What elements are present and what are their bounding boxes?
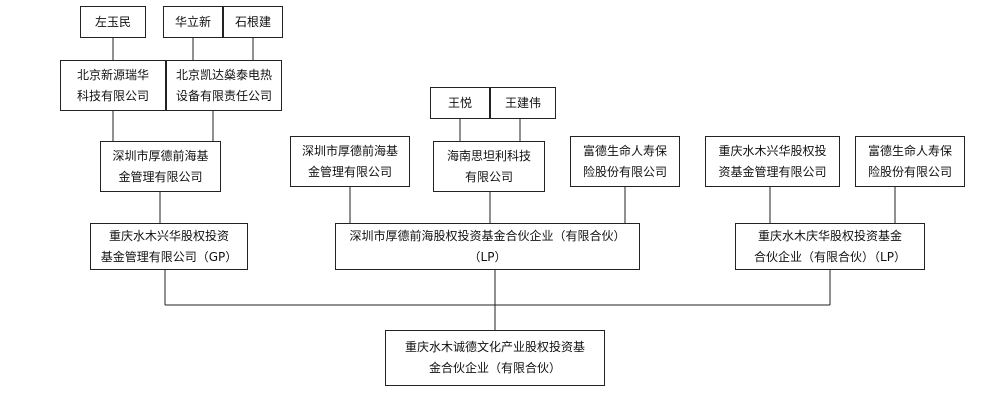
- shareholder-wang-jianwei: 王建伟: [490, 87, 556, 119]
- company-chongqing-xinghua-fund-mgmt: 重庆水木兴华股权投 资基金管理有限公司: [705, 136, 840, 187]
- partner-chongqing-xinghua-gp: 重庆水木兴华股权投资 基金管理有限公司（GP）: [90, 223, 248, 270]
- company-fude-life-right: 富德生命人寿保 险股份有限公司: [855, 136, 965, 187]
- company-shenzhen-houde-mgmt-middle: 深圳市厚德前海基 金管理有限公司: [290, 136, 410, 187]
- company-beijing-xinyuan: 北京新源瑞华 科技有限公司: [60, 60, 166, 111]
- shareholder-zuo-yumin: 左玉民: [80, 6, 146, 38]
- node-label: 海南思坦利科技 有限公司: [446, 148, 531, 184]
- node-label: 深圳市厚德前海股权投资基金合伙企业（有限合伙） （LP）: [349, 228, 626, 264]
- node-label: 左玉民: [94, 14, 131, 29]
- node-label: 重庆水木庆华股权投资基金 合伙企业（有限合伙）（LP）: [754, 228, 906, 264]
- node-label: 北京新源瑞华 科技有限公司: [76, 67, 149, 103]
- shareholder-shi-genjian: 石根建: [223, 6, 283, 38]
- company-shenzhen-houde-mgmt-left: 深圳市厚德前海基 金管理有限公司: [100, 141, 221, 192]
- partner-chongqing-qinghua-lp: 重庆水木庆华股权投资基金 合伙企业（有限合伙）（LP）: [735, 223, 925, 270]
- node-label: 重庆水木诚德文化产业股权投资基 金合伙企业（有限合伙）: [404, 340, 585, 375]
- node-label: 王悦: [447, 95, 472, 110]
- company-hainan-sitanli: 海南思坦利科技 有限公司: [433, 141, 545, 192]
- node-label: 深圳市厚德前海基 金管理有限公司: [112, 148, 209, 184]
- node-label: 石根建: [234, 14, 271, 29]
- partner-shenzhen-houde-lp: 深圳市厚德前海股权投资基金合伙企业（有限合伙） （LP）: [335, 223, 640, 270]
- node-label: 王建伟: [504, 95, 541, 110]
- node-label: 富德生命人寿保 险股份有限公司: [582, 143, 667, 179]
- node-label: 重庆水木兴华股权投 资基金管理有限公司: [718, 143, 827, 179]
- fund-chongqing-chengde: 重庆水木诚德文化产业股权投资基 金合伙企业（有限合伙）: [385, 330, 605, 386]
- shareholder-hua-lixin: 华立新: [163, 6, 223, 38]
- shareholder-wang-yue: 王悦: [430, 87, 490, 119]
- node-label: 重庆水木兴华股权投资 基金管理有限公司（GP）: [100, 228, 238, 264]
- node-label: 深圳市厚德前海基 金管理有限公司: [301, 143, 398, 179]
- company-beijing-kaida: 北京凯达燊泰电热 设备有限责任公司: [166, 60, 282, 111]
- company-fude-life-middle: 富德生命人寿保 险股份有限公司: [570, 136, 680, 187]
- node-label: 北京凯达燊泰电热 设备有限责任公司: [175, 67, 272, 103]
- node-label: 华立新: [174, 14, 211, 29]
- node-label: 富德生命人寿保 险股份有限公司: [867, 143, 952, 179]
